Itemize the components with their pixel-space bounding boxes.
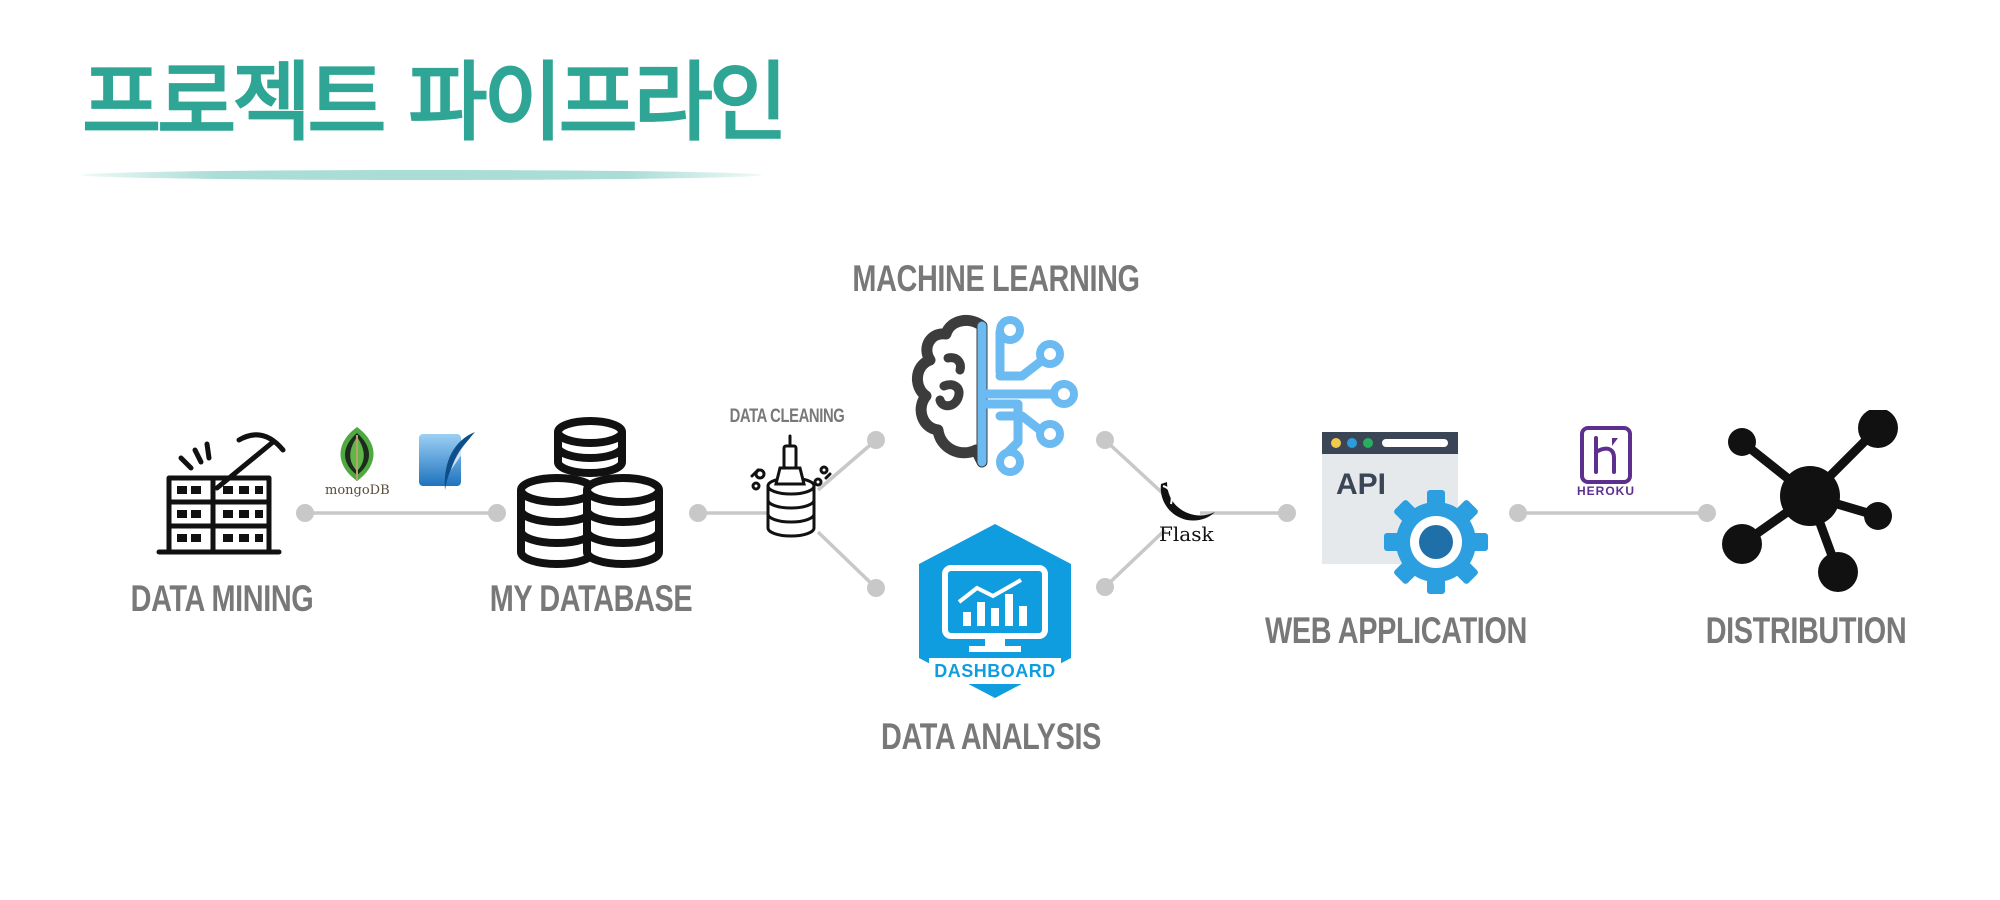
page-title: 프로젝트 파이프라인	[82, 53, 788, 153]
connector-dot	[1096, 431, 1114, 449]
connector-dot	[296, 504, 314, 522]
dashboard-monitor-icon	[919, 524, 1071, 698]
label-web-application: WEB APPLICATION	[1265, 610, 1527, 651]
web-application-node: API	[1320, 430, 1490, 600]
machine-learning-node	[900, 312, 1080, 482]
connector-dot	[1278, 504, 1296, 522]
label-distribution: DISTRIBUTION	[1705, 610, 1907, 651]
heroku-wordmark: HEROKU	[1576, 484, 1635, 498]
connector-analysis-flask	[1103, 528, 1167, 589]
label-machine-learning: MACHINE LEARNING	[852, 258, 1140, 299]
my-database-node	[515, 412, 665, 570]
pickaxe-server-icon	[156, 432, 286, 555]
connector-dot	[867, 579, 885, 597]
flask-wordmark: Flask	[1159, 522, 1214, 546]
connector-cleaning-ml	[816, 438, 878, 492]
sqlite-feather-icon	[419, 432, 475, 490]
network-hub-icon	[1722, 410, 1898, 592]
data-cleaning-node	[748, 432, 834, 540]
distribution-node	[1718, 410, 1898, 600]
connector-dot	[867, 431, 885, 449]
mongodb-leaf-icon	[340, 427, 374, 481]
sqlite-logo	[415, 430, 479, 492]
connector-cleaning-analysis	[816, 530, 878, 590]
heroku-icon	[1580, 426, 1632, 484]
flask-logo: Flask	[1153, 478, 1217, 546]
connector-dot	[1096, 578, 1114, 596]
cleaning-brush-icon	[750, 434, 832, 538]
connector-dot	[1509, 504, 1527, 522]
database-stack-icon	[517, 417, 663, 568]
mongodb-wordmark: mongoDB	[325, 483, 390, 498]
data-mining-node	[155, 428, 290, 558]
title-underline	[82, 170, 762, 180]
brain-circuit-icon	[912, 314, 1078, 476]
connector-dot	[689, 504, 707, 522]
api-gear-icon	[1322, 432, 1488, 594]
heroku-logo: HEROKU	[1576, 426, 1636, 498]
connector-dot	[488, 504, 506, 522]
api-text: API	[1336, 468, 1387, 501]
flask-horn-icon	[1160, 482, 1215, 521]
label-data-mining: DATA MINING	[130, 578, 314, 619]
data-analysis-node: DASHBOARD	[915, 522, 1075, 700]
label-my-database: MY DATABASE	[489, 578, 693, 619]
connector-dot	[1698, 504, 1716, 522]
dashboard-caption: DASHBOARD	[934, 661, 1056, 681]
mongodb-logo: mongoDB	[325, 425, 390, 498]
connector-ml-flask	[1103, 438, 1172, 502]
label-data-cleaning: DATA CLEANING	[729, 406, 845, 427]
label-data-analysis: DATA ANALYSIS	[881, 716, 1101, 757]
